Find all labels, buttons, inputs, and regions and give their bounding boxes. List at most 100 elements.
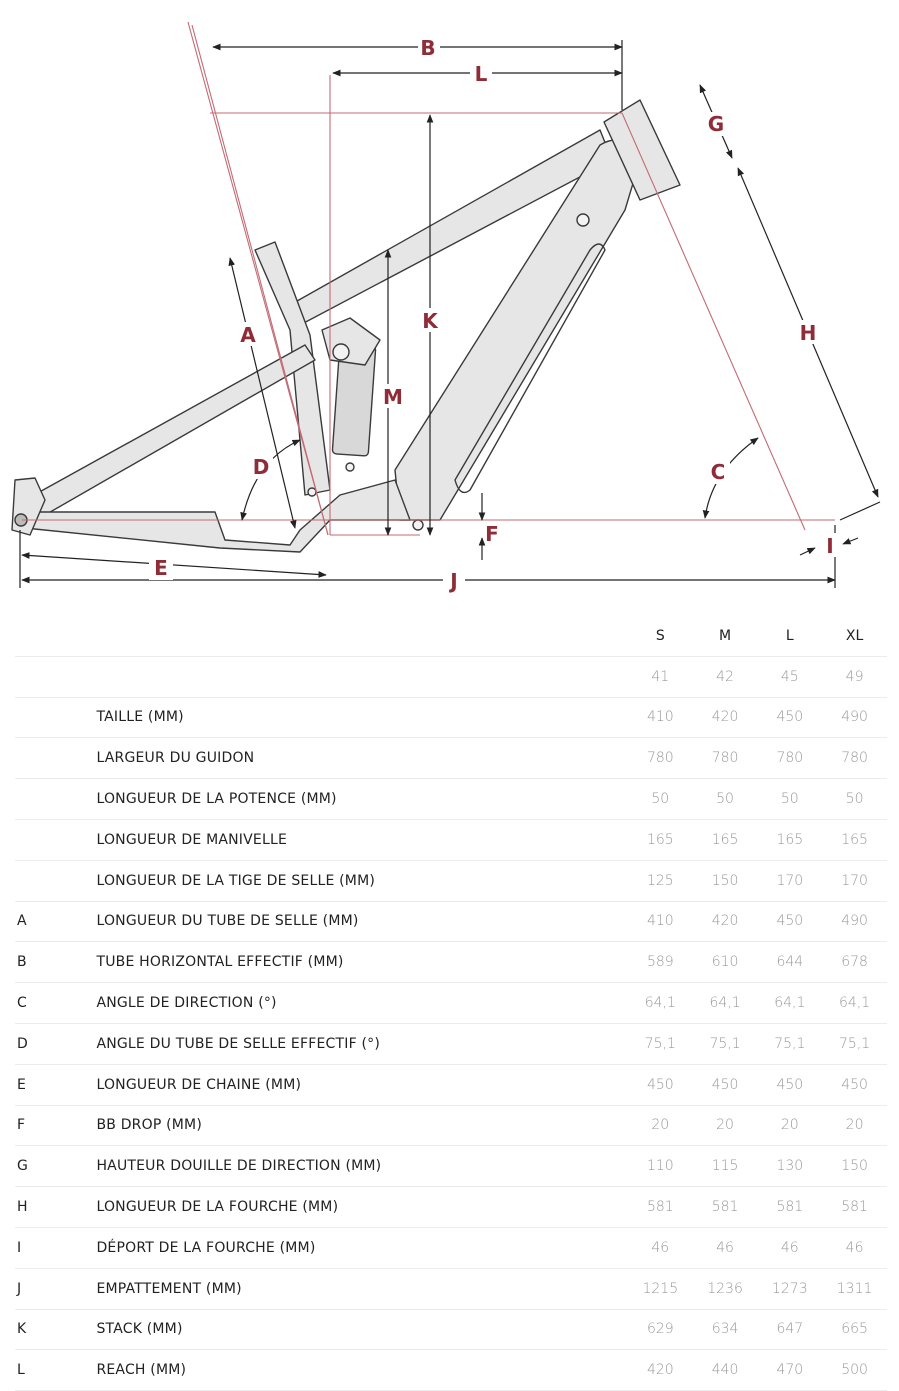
row-letter	[15, 860, 97, 902]
header-size-m: M	[692, 616, 758, 657]
row-letter: H	[15, 1186, 97, 1228]
row-value: 780	[822, 737, 887, 780]
row-value: 46	[692, 1227, 758, 1269]
label-f: F	[485, 522, 499, 546]
row-value: 581	[692, 1186, 758, 1228]
row-value: 780	[627, 737, 693, 780]
header-name	[96, 616, 628, 657]
row-value: 64,1	[692, 982, 758, 1024]
row-value: 165	[627, 819, 693, 861]
row-value: 150	[822, 1145, 887, 1188]
head-tube	[603, 99, 681, 201]
row-value: 64,1	[757, 982, 823, 1024]
chain-stay	[19, 479, 411, 553]
row-name: LONGUEUR DE LA POTENCE (MM)	[96, 778, 628, 820]
row-value: 75,1	[822, 1023, 887, 1065]
label-g: G	[708, 112, 724, 136]
row-value: 634	[692, 1309, 758, 1351]
row-name: LONGUEUR DE MANIVELLE	[96, 819, 628, 861]
row-name: ANGLE DU TUBE DE SELLE EFFECTIF (°)	[96, 1023, 628, 1065]
row-value: 450	[757, 1064, 823, 1106]
row-value: 170	[822, 860, 887, 902]
row-letter: G	[15, 1145, 97, 1188]
row-name: STACK (MM)	[96, 1309, 628, 1351]
row-name: LONGUEUR DE LA FOURCHE (MM)	[96, 1186, 628, 1228]
row-value: 20	[822, 1105, 887, 1147]
pivot-rocker	[332, 343, 350, 361]
row-value: 42	[692, 656, 758, 698]
row-value: 125	[627, 860, 693, 902]
row-letter	[15, 697, 97, 739]
dimension-lines	[19, 40, 881, 588]
row-letter: J	[15, 1268, 97, 1310]
row-letter: A	[15, 901, 97, 943]
label-k: K	[422, 309, 439, 333]
row-value: 629	[627, 1309, 693, 1351]
row-name: LONGUEUR DE CHAINE (MM)	[96, 1064, 628, 1106]
row-value: 64,1	[822, 982, 887, 1024]
row-value: 644	[757, 941, 823, 984]
label-m: M	[383, 385, 403, 409]
row-value: 75,1	[692, 1023, 758, 1065]
row-value: 420	[692, 697, 758, 739]
row-value: 420	[692, 901, 758, 943]
row-value: 20	[757, 1105, 823, 1147]
row-value: 647	[757, 1309, 823, 1351]
row-letter: K	[15, 1309, 97, 1351]
row-value: 581	[627, 1186, 693, 1228]
row-value: 50	[627, 778, 693, 820]
row-value: 1311	[822, 1268, 887, 1310]
header-size-s: S	[627, 616, 693, 657]
row-value: 589	[627, 941, 693, 984]
row-letter	[15, 778, 97, 820]
row-value: 410	[627, 901, 693, 943]
row-value: 450	[757, 697, 823, 739]
row-value: 665	[822, 1309, 887, 1351]
row-name: LARGEUR DU GUIDON	[96, 737, 628, 780]
row-letter: F	[15, 1105, 97, 1147]
row-value: 678	[822, 941, 887, 984]
row-value: 450	[822, 1064, 887, 1106]
row-value: 49	[822, 656, 887, 698]
row-value: 450	[627, 1064, 693, 1106]
row-letter	[15, 819, 97, 861]
row-value: 50	[692, 778, 758, 820]
row-name: REACH (MM)	[96, 1349, 628, 1391]
row-value: 50	[822, 778, 887, 820]
label-c: C	[711, 460, 726, 484]
row-value: 1215	[627, 1268, 693, 1310]
row-value: 1236	[692, 1268, 758, 1310]
row-value: 450	[692, 1064, 758, 1106]
label-d: D	[253, 455, 270, 479]
battery-outline	[454, 243, 606, 494]
label-h: H	[800, 321, 817, 345]
row-value: 1273	[757, 1268, 823, 1310]
row-value: 490	[822, 901, 887, 943]
row-value: 20	[627, 1105, 693, 1147]
row-name: LONGUEUR DU TUBE DE SELLE (MM)	[96, 901, 628, 943]
header-row: S M L XL	[15, 616, 887, 657]
row-value: 780	[757, 737, 823, 780]
row-value: 490	[822, 697, 887, 739]
label-b: B	[420, 36, 435, 60]
row-value: 450	[757, 901, 823, 943]
row-name: DÉPORT DE LA FOURCHE (MM)	[96, 1227, 628, 1269]
dimension-labels: B L G K A H M C D F I E J	[149, 36, 839, 593]
row-value: 440	[692, 1349, 758, 1391]
row-name: TAILLE (MM)	[96, 697, 628, 739]
row-value: 130	[757, 1145, 823, 1188]
row-value: 75,1	[757, 1023, 823, 1065]
